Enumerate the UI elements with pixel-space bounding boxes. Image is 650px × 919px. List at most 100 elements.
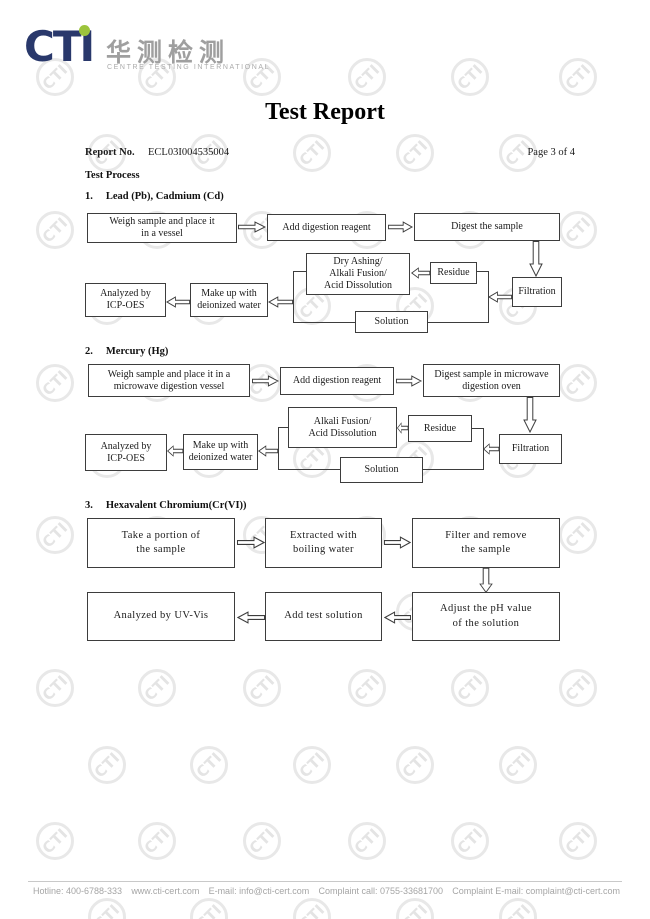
- report-no-value: ECL03I004535004: [148, 147, 230, 158]
- cti-watermark-stamp: CTI: [451, 669, 489, 708]
- cti-watermark-stamp: CTI: [36, 516, 74, 555]
- test-process-heading: Test Process: [85, 170, 140, 181]
- flow3-box-analyzed-uvvis: Analyzed by UV-Vis: [87, 592, 235, 641]
- connector-line: [472, 428, 483, 429]
- cti-watermark-stamp: CTI: [559, 210, 597, 249]
- cti-watermark-stamp: CTI: [88, 898, 126, 919]
- cti-watermark-stamp: CTI: [243, 58, 281, 96]
- cti-watermark-stamp: CTI: [36, 58, 74, 96]
- flow2-box-analyzed-icp: Analyzed by ICP-OES: [85, 434, 167, 471]
- page-title: Test Report: [265, 99, 385, 125]
- flow2-box-weigh-sample: Weigh sample and place it in a microwave…: [88, 364, 250, 397]
- section3-title: Hexavalent Chromium(Cr(VI)): [105, 500, 247, 511]
- watermark-text: CTI: [90, 901, 124, 919]
- watermark-text: CTI: [561, 60, 595, 94]
- arrow-down-icon: [529, 241, 543, 277]
- connector-line: [423, 469, 483, 470]
- flow3-box-adjust-ph: Adjust the pH value of the solution: [412, 592, 560, 641]
- flow2-box-filtration: Filtration: [499, 434, 562, 464]
- arrow-left-icon: [411, 267, 430, 279]
- footer-hotline: Hotline: 400-6788-333: [33, 886, 123, 896]
- connector-line: [428, 322, 489, 323]
- cti-watermark-stamp: CTI: [559, 58, 597, 96]
- watermark-text: CTI: [453, 671, 487, 705]
- footer-complaint-call: Complaint call: 0755-33681700: [318, 886, 444, 896]
- watermark-text: CTI: [90, 748, 124, 781]
- cti-watermark-stamp: CTI: [451, 822, 489, 860]
- cti-watermark-stamp: CTI: [190, 134, 228, 173]
- arrow-left-icon: [483, 443, 499, 455]
- arrow-left-icon: [166, 296, 190, 308]
- connector-line: [293, 271, 306, 272]
- cti-watermark-stamp: CTI: [559, 669, 597, 708]
- flow2-box-residue: Residue: [408, 415, 472, 442]
- cti-watermark-stamp: CTI: [36, 822, 74, 860]
- cti-watermark-stamp: CTI: [559, 822, 597, 860]
- arrow-right-icon: [238, 221, 266, 233]
- arrow-right-icon: [384, 536, 411, 549]
- cti-watermark-stamp: CTI: [88, 745, 126, 784]
- cti-watermark-stamp: CTI: [138, 822, 176, 860]
- watermark-text: CTI: [38, 824, 72, 858]
- watermark-text: CTI: [245, 824, 279, 858]
- arrow-left-icon: [167, 445, 183, 457]
- flow3-box-add-test-solution: Add test solution: [265, 592, 382, 641]
- flow1-box-add-reagent: Add digestion reagent: [267, 214, 386, 241]
- arrow-left-icon: [397, 422, 408, 434]
- footer-website: www.cti-cert.com: [131, 886, 200, 896]
- watermark-text: CTI: [501, 901, 535, 919]
- connector-line: [278, 427, 279, 470]
- watermark-text: CTI: [295, 137, 329, 170]
- flow1-box-analyzed-icp: Analyzed by ICP-OES: [85, 283, 166, 317]
- flow1-box-dry-ashing: Dry Ashing/ Alkali Fusion/ Acid Dissolut…: [306, 253, 410, 295]
- cti-watermark-stamp: CTI: [451, 58, 489, 96]
- section2-heading: 2.Mercury (Hg): [85, 346, 168, 357]
- connector-line: [293, 271, 294, 323]
- watermark-text: CTI: [192, 748, 226, 781]
- flow2-box-add-reagent: Add digestion reagent: [280, 367, 394, 395]
- arrow-right-icon: [237, 536, 265, 549]
- section3-heading: 3.Hexavalent Chromium(Cr(VI)): [85, 500, 247, 511]
- arrow-right-icon: [252, 375, 279, 387]
- watermark-text: CTI: [398, 901, 432, 919]
- watermark-text: CTI: [561, 213, 595, 247]
- cti-watermark-stamp: CTI: [243, 669, 281, 708]
- connector-line: [278, 469, 340, 470]
- footer-email: E-mail: info@cti-cert.com: [208, 886, 310, 896]
- footer-divider: [28, 881, 622, 882]
- watermark-text: CTI: [350, 671, 384, 705]
- flow3-box-filter-remove: Filter and remove the sample: [412, 518, 560, 568]
- cti-watermark-stamp: CTI: [348, 669, 386, 708]
- watermark-text: CTI: [192, 901, 226, 919]
- arrow-left-icon: [488, 291, 512, 303]
- watermark-text: CTI: [245, 671, 279, 705]
- flow3-box-extracted: Extracted with boiling water: [265, 518, 382, 568]
- flow1-box-make-up: Make up with deionized water: [190, 283, 268, 317]
- arrow-left-icon: [258, 445, 278, 457]
- cti-watermark-stamp: CTI: [36, 669, 74, 708]
- arrow-left-icon: [268, 296, 293, 308]
- flow1-box-residue: Residue: [430, 262, 477, 284]
- flow1-box-solution: Solution: [355, 311, 428, 333]
- cti-watermark-stamp: CTI: [293, 134, 331, 173]
- watermark-text: CTI: [38, 671, 72, 705]
- arrow-right-icon: [396, 375, 422, 387]
- cti-watermark-stamp: CTI: [559, 516, 597, 555]
- logo-subtitle: CENTRE TESTING INTERNATIONAL: [107, 64, 271, 71]
- watermark-text: CTI: [350, 824, 384, 858]
- cti-watermark-stamp: CTI: [348, 58, 386, 96]
- connector-line: [477, 271, 489, 272]
- watermark-text: CTI: [453, 60, 487, 94]
- watermark-text: CTI: [398, 748, 432, 781]
- watermark-text: CTI: [295, 901, 329, 919]
- cti-watermark-stamp: CTI: [348, 822, 386, 860]
- page-number: Page 3 of 4: [527, 147, 575, 158]
- cti-watermark-stamp: CTI: [396, 134, 434, 173]
- section1-title: Lead (Pb), Cadmium (Cd): [105, 191, 224, 202]
- watermark-text: CTI: [561, 671, 595, 705]
- cti-watermark-stamp: CTI: [396, 898, 434, 919]
- cti-watermark-stamp: CTI: [559, 363, 597, 402]
- watermark-text: CTI: [350, 60, 384, 94]
- cti-watermark-stamp: CTI: [190, 898, 228, 919]
